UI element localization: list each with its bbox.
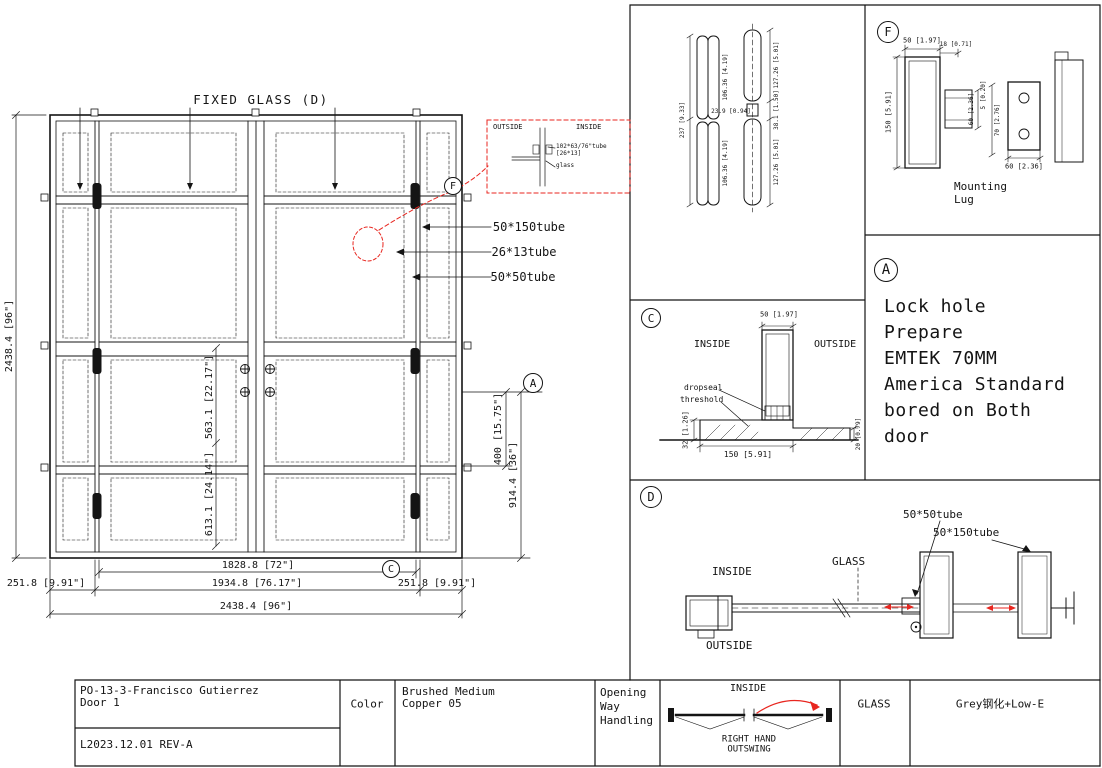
balloon-a-ref: A bbox=[523, 373, 543, 393]
hinge-detail-drawing bbox=[686, 23, 774, 213]
title-leader-lines bbox=[77, 107, 338, 190]
section-c-dim-lip: 20 [0.79] bbox=[855, 417, 862, 451]
callout-tube-note-1: 102*63/76"tube bbox=[556, 143, 607, 150]
tube-label-26x13: 26*13tube bbox=[491, 245, 557, 259]
panel-borders bbox=[74, 4, 1101, 767]
plan-label-50x50: 50*50tube bbox=[903, 508, 963, 521]
plan-section-drawing bbox=[685, 520, 1075, 639]
swing-caption-line-1: RIGHT HAND bbox=[721, 734, 777, 745]
section-c-dim-tube: 50 [1.97] bbox=[760, 310, 798, 319]
lug-dim-tube-height: 150 [5.91] bbox=[884, 90, 893, 134]
tube-label-50x50: 50*50tube bbox=[490, 270, 556, 284]
lug-dim-side: 60 [2.36] bbox=[968, 92, 975, 126]
balloon-f-panel: F bbox=[877, 21, 899, 43]
mounting-lug-caption-2: Lug bbox=[954, 193, 974, 206]
revision-text: L2023.12.01 REV-A bbox=[80, 738, 193, 751]
section-c-dim-height: 32 [1.26] bbox=[681, 411, 690, 449]
lock-note-line-5: bored on Both bbox=[884, 400, 1032, 421]
hinge-marks bbox=[92, 183, 420, 519]
dropseal-label: dropseal bbox=[684, 383, 723, 392]
project-title-line-2: Door 1 bbox=[80, 696, 120, 709]
glass-value: Grey钢化+Low-E bbox=[955, 697, 1045, 711]
anchor-marks bbox=[40, 108, 472, 472]
lock-note-line-1: Lock hole bbox=[884, 296, 987, 317]
hinge-dim-right-bottom: 127.26 [5.01] bbox=[773, 138, 780, 186]
hinge-dim-total: 237 [9.33] bbox=[679, 101, 686, 139]
lock-note-line-2: Prepare bbox=[884, 322, 964, 343]
mounting-lug-caption-1: Mounting bbox=[954, 180, 1007, 193]
project-title-line-1: PO-13-3-Francisco Gutierrez bbox=[80, 684, 259, 697]
plan-glass-label: GLASS bbox=[832, 555, 866, 568]
swing-diagram bbox=[668, 699, 832, 730]
dim-mid-upper: 563.1 [22.17"] bbox=[204, 354, 215, 440]
dim-sidelite-left: 251.8 [9.91"] bbox=[6, 578, 86, 589]
dim-handle-height: 914.4 [36"] bbox=[508, 441, 519, 509]
hinge-dim-leaf-bottom: 106.36 [4.19] bbox=[722, 139, 729, 187]
opening-way-label-3: Handling bbox=[600, 714, 653, 727]
balloon-a-panel: A bbox=[874, 258, 898, 282]
opening-way-label-1: Opening bbox=[600, 686, 647, 699]
lock-note-line-6: door bbox=[884, 426, 930, 447]
glass-label: GLASS bbox=[857, 697, 891, 711]
lug-dim-gap: 5 [0.20] bbox=[980, 80, 987, 110]
callout-outside-label: OUTSIDE bbox=[493, 123, 523, 131]
balloon-f-ref: F bbox=[444, 177, 462, 195]
dim-door-height: 2438.4 [96"] bbox=[4, 299, 15, 373]
mounting-lug-drawing bbox=[892, 44, 1084, 171]
lug-dim-tube-width: 50 [1.97] bbox=[903, 36, 941, 45]
dim-mid-lower: 613.1 [24.14"] bbox=[204, 451, 215, 537]
balloon-d-panel: D bbox=[640, 486, 662, 508]
dim-leaves-width: 1828.8 [72"] bbox=[221, 560, 295, 571]
dim-handle-gap: 400 [15.75"] bbox=[493, 392, 504, 466]
section-c-outside-label: OUTSIDE bbox=[814, 339, 857, 350]
callout-tube-note-2: [26*13] bbox=[556, 150, 582, 157]
plan-outside-label: OUTSIDE bbox=[706, 639, 753, 652]
hinge-dim-right-mid: 38.1 [1.50] bbox=[773, 90, 780, 130]
swing-caption-line-2: OUTSWING bbox=[727, 744, 771, 755]
opening-way-label-2: Way bbox=[600, 700, 620, 713]
plan-inside-label: INSIDE bbox=[712, 565, 752, 578]
threshold-section-drawing bbox=[659, 321, 859, 453]
color-label: Color bbox=[350, 697, 384, 711]
threshold-label: threshold bbox=[680, 395, 724, 404]
dim-frame-width: 1934.8 [76.17"] bbox=[211, 578, 303, 589]
dim-sidelite-right: 251.8 [9.91"] bbox=[397, 578, 477, 589]
plan-label-50x150: 50*150tube bbox=[933, 526, 1000, 539]
section-c-dim-width: 150 [5.91] bbox=[723, 450, 773, 459]
glass-bead-lines bbox=[62, 132, 450, 541]
tube-label-50x150: 50*150tube bbox=[492, 220, 566, 234]
hinge-dim-knuckle: 23.9 [0.94] bbox=[711, 108, 751, 115]
red-fit-arrows bbox=[884, 604, 1016, 611]
handle-marks bbox=[240, 364, 275, 397]
color-value-line-1: Brushed Medium bbox=[402, 685, 495, 698]
balloon-c-ref: C bbox=[382, 560, 400, 578]
lock-note-line-3: EMTEK 70MM bbox=[884, 348, 998, 369]
hinge-dim-right-top: 127.26 [5.01] bbox=[773, 41, 780, 89]
fixed-glass-title: FIXED GLASS (D) bbox=[193, 91, 329, 107]
callout-inside-label: INSIDE bbox=[576, 123, 602, 131]
elevation-dimensions bbox=[11, 111, 543, 619]
section-c-inside-label: INSIDE bbox=[694, 339, 731, 350]
hinge-dim-leaf-top: 106.36 [4.19] bbox=[722, 53, 729, 101]
dim-door-width: 2438.4 [96"] bbox=[219, 601, 293, 612]
detail-callout-marks bbox=[352, 119, 631, 262]
lug-dim-offset: 18 [0.71] bbox=[939, 41, 973, 48]
color-value-line-2: Copper 05 bbox=[402, 697, 462, 710]
swing-inside-label: INSIDE bbox=[729, 683, 767, 694]
balloon-c-panel: C bbox=[641, 308, 661, 328]
detail-callout-drawing bbox=[511, 127, 556, 187]
callout-glass-note: glass bbox=[556, 162, 575, 169]
door-elevation bbox=[40, 107, 472, 559]
lug-dim-bottom: 60 [2.36] bbox=[1005, 162, 1043, 171]
lug-dim-length: 70 [2.76] bbox=[994, 103, 1001, 137]
lock-note-line-4: America Standard bbox=[884, 374, 1066, 395]
